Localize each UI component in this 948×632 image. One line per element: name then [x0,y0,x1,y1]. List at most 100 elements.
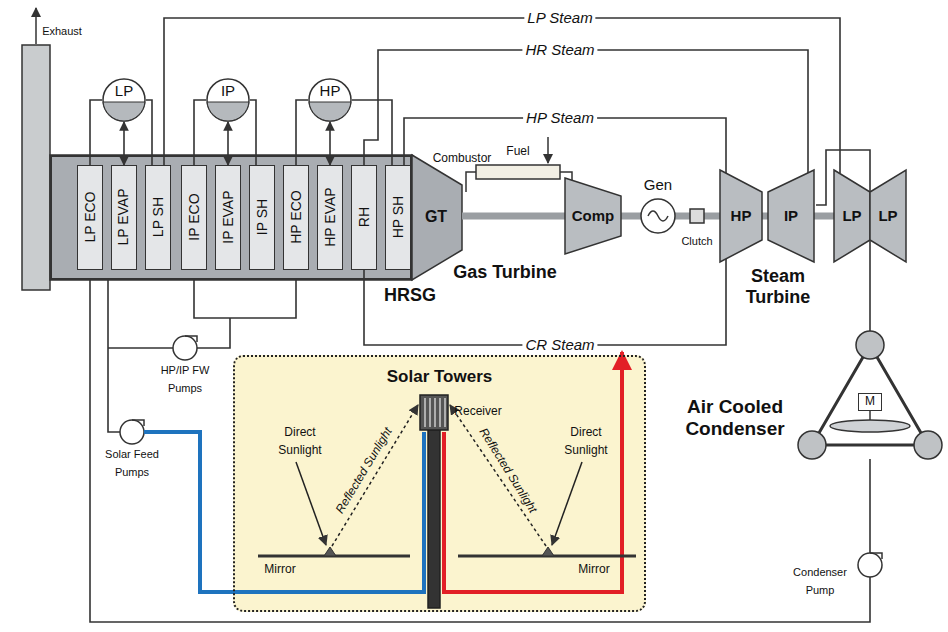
generator-symbol: Gen [638,176,678,234]
solar-tower [434,398,436,427]
clutch [690,209,704,223]
pipe-connector [404,118,726,173]
pipe-label: CR Steam [522,336,597,353]
turbine-stage: LP [870,170,906,262]
steam-drum: HP [308,78,352,122]
turbine-stage: IP [768,170,814,262]
node-label: GT [425,208,447,226]
heading: Solar Towers [387,367,493,387]
label-holder: Direct Sunlight [556,422,616,459]
solar-tower [444,398,446,427]
pipe-label: LP Steam [524,9,595,26]
node-label: LP ECO [82,192,98,243]
air-cooled-condenser [798,331,942,459]
label-holder: Gas Turbine [453,262,557,283]
turbine-body [720,170,762,262]
water-piping [194,280,296,318]
water-piping [90,280,870,622]
hrsg-section: LP SH [145,165,171,270]
air-cooled-condenser [798,431,826,459]
diagram-label: Condenser Pump [793,566,847,596]
diagram-label: Mirror [264,562,295,576]
combustor [476,165,560,179]
pipe-connector [123,122,125,165]
label-holder: Fuel [506,141,529,159]
node-label: IP SH [254,199,270,235]
solar-tower [428,430,440,608]
node-label: IP [221,82,235,99]
turbine-body [834,170,870,262]
turbine-body [565,178,621,254]
solar-tower [420,395,448,608]
generator-circle [641,199,675,233]
pump-symbol [870,553,882,559]
label-holder: Reflected Sunlight [330,424,396,517]
water-piping [197,318,230,348]
label-holder: Steam Turbine [738,266,818,307]
combustor [547,137,549,163]
diagram-label: Steam Turbine [746,266,811,307]
sunlight-ray [296,462,326,545]
steam-drum: IP [206,78,250,122]
solar-tower [439,398,441,427]
label-holder: Direct Sunlight [270,422,330,459]
turbine-body [768,170,814,262]
edge-label-holder: HP Steam [523,109,597,127]
crossover-pipe [816,150,870,331]
heading: HRSG [384,285,436,305]
pump-symbol [173,336,197,360]
sunlight-ray [450,405,546,546]
diagram-label: Mirror [578,562,609,576]
exhaust-stack [22,8,50,290]
hrsg-section: HP EVAP [317,165,343,270]
solar-field-ground [233,355,646,612]
label-holder: Mirror [578,559,609,577]
diagram-label: Combustor [433,151,492,165]
pump-symbol [858,553,882,577]
node-label: LP EVAP [116,189,132,246]
air-cooled-condenser [812,345,928,445]
crossover-pipe [869,240,871,331]
label-holder: Solar Feed Pumps [101,444,163,481]
node-label: IP ECO [186,194,202,241]
edge-label-holder: LP Steam [524,9,595,27]
drum-shell [309,79,351,121]
water-piping [108,280,120,432]
pipe-connector [329,122,331,165]
pipe-label: HP Steam [523,109,597,126]
pump-symbol [120,420,144,444]
hrsg-section: HP ECO [283,165,309,270]
hrsg-section: IP EVAP [215,165,241,270]
solar-tower [429,398,431,427]
diagram-label: Reflected Sunlight [333,425,395,516]
water-piping [869,459,871,553]
pipe-label: HR Steam [522,41,597,58]
drum-shell [103,79,145,121]
diagram-label: Direct Sunlight [564,425,607,457]
motor-box: M [858,393,882,411]
node-label: M [865,395,875,409]
turbine-stage: Comp [565,178,621,254]
hrsg-section: IP ECO [181,165,207,270]
hrsg-body [412,155,462,280]
hrsg-section: LP ECO [77,165,103,270]
diagram-label: Receiver [454,404,501,418]
label-holder: Mirror [264,559,295,577]
node-label: IP EVAP [220,191,236,244]
exhaust-stack [22,45,50,290]
turbine-body [870,170,906,262]
exhaust-stack [35,8,37,44]
node-label: HP [320,82,341,99]
drum-water [207,102,249,121]
label-holder: Exhaust [42,21,82,39]
node-label: HP [731,207,752,224]
diagram-label: Exhaust [42,25,82,37]
combustor [466,172,476,192]
pump-symbol [132,420,144,426]
steam-drum: LP [102,78,146,122]
hrsg-section: RH [351,165,377,270]
label-holder: HP/IP FW Pumps [154,360,216,397]
